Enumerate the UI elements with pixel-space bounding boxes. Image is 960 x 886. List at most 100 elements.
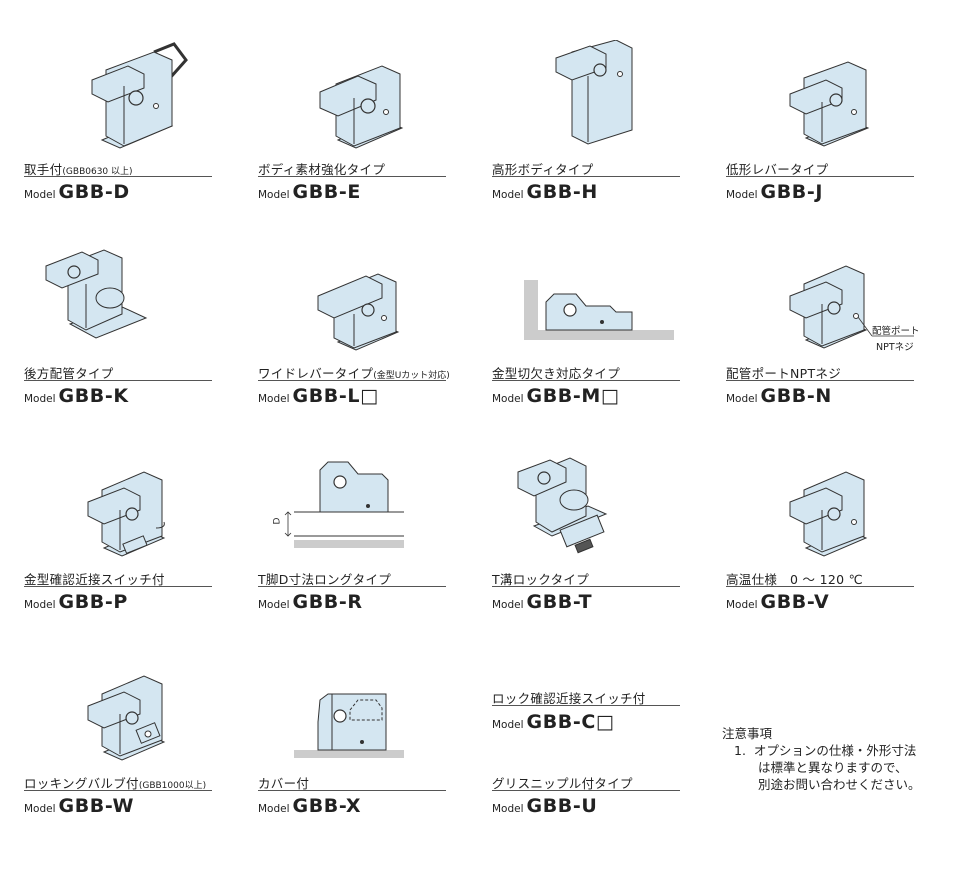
tall-body-illustration [492, 40, 680, 160]
caution-notes: 注意事項 1. オプションの仕様・外形寸法 は標準と異なりますので、 別途お問い… [722, 725, 921, 793]
rear-piping-illustration [24, 244, 212, 364]
notes-item: 1. オプションの仕様・外形寸法 [722, 742, 921, 759]
model-label: Model [258, 803, 290, 815]
model-code: GBB-H [526, 181, 598, 203]
model-label: Model [258, 599, 290, 611]
dimension-d-label: D [272, 517, 283, 525]
divider [258, 380, 446, 381]
model-label: Model [258, 189, 290, 201]
clamp-with-handle-illustration [24, 40, 212, 160]
model-label: Model [492, 599, 524, 611]
divider [258, 176, 446, 177]
model-label: Model [492, 189, 524, 201]
reinforced-body-illustration [258, 40, 446, 160]
product-description: T溝ロックタイプ [492, 572, 590, 587]
model-label: Model [258, 393, 290, 405]
divider [258, 586, 446, 587]
port-callout-label: 配管ポート [872, 326, 920, 337]
model-code: GBB-T [526, 591, 593, 613]
divider [726, 176, 914, 177]
t-slot-lock-illustration [492, 450, 680, 570]
cover-illustration [258, 654, 446, 774]
divider [24, 790, 212, 791]
model-code: GBB-J [760, 181, 824, 203]
product-description: 後方配管タイプ [24, 366, 114, 381]
model-code: GBB-W [58, 795, 135, 817]
divider [492, 790, 680, 791]
model-label: Model [726, 189, 758, 201]
divider [24, 586, 212, 587]
model-label: Model [492, 803, 524, 815]
product-description: グリスニップル付タイプ [492, 776, 633, 791]
product-description: ワイドレバータイプ(金型Uカット対応) [258, 366, 450, 381]
model-code: GBB-M□ [526, 385, 620, 407]
model-code: GBB-U [526, 795, 598, 817]
product-description: 高形ボディタイプ [492, 162, 594, 177]
product-description: 金型確認近接スイッチ付 [24, 572, 165, 587]
model-code: GBB-K [58, 385, 129, 407]
divider [726, 380, 914, 381]
port-thread-label: NPTネジ [876, 342, 914, 353]
mold-notch-illustration [492, 244, 680, 364]
long-t-leg-illustration: D [258, 450, 446, 570]
product-description: ボディ素材強化タイプ [258, 162, 386, 177]
model-code: GBB-R [292, 591, 363, 613]
model-code: GBB-C□ [526, 711, 615, 733]
model-label: Model [726, 599, 758, 611]
product-description: カバー付 [258, 776, 310, 791]
model-label: Model [24, 393, 56, 405]
model-label: Model [726, 393, 758, 405]
divider [24, 176, 212, 177]
notes-title: 注意事項 [722, 726, 773, 741]
locking-valve-illustration [24, 654, 212, 774]
model-label: Model [24, 803, 56, 815]
npt-port-illustration: 配管ポート NPTネジ [726, 244, 920, 364]
divider [492, 380, 680, 381]
model-code: GBB-P [58, 591, 128, 613]
divider [492, 705, 680, 706]
divider [492, 176, 680, 177]
notes-line: は標準と異なりますので、 [758, 760, 908, 775]
model-label: Model [24, 599, 56, 611]
divider [258, 790, 446, 791]
low-lever-illustration [726, 40, 914, 160]
notes-line: オプションの仕様・外形寸法 [753, 743, 917, 758]
model-code: GBB-V [760, 591, 830, 613]
model-code: GBB-X [292, 795, 362, 817]
product-description: ロッキングバルブ付(GBB1000以上) [24, 776, 207, 791]
divider [726, 586, 914, 587]
high-temperature-illustration [726, 450, 914, 570]
model-code: GBB-N [760, 385, 832, 407]
product-description: 金型切欠き対応タイプ [492, 366, 621, 381]
model-code: GBB-L□ [292, 385, 379, 407]
product-description: 高温仕様 0 ～ 120 ℃ [726, 572, 863, 587]
model-code: GBB-E [292, 181, 361, 203]
wide-lever-illustration [258, 244, 446, 364]
model-label: Model [492, 719, 524, 731]
model-code: GBB-D [58, 181, 130, 203]
notes-line: 別途お問い合わせください。 [758, 777, 921, 792]
model-label: Model [24, 189, 56, 201]
mold-switch-illustration [24, 450, 212, 570]
notes-item-number: 1. [734, 743, 746, 758]
divider [24, 380, 212, 381]
product-description: T脚D寸法ロングタイプ [258, 572, 392, 587]
product-description: 配管ポートNPTネジ [726, 366, 842, 381]
model-label: Model [492, 393, 524, 405]
product-description: 取手付(GBB0630 以上) [24, 162, 133, 177]
